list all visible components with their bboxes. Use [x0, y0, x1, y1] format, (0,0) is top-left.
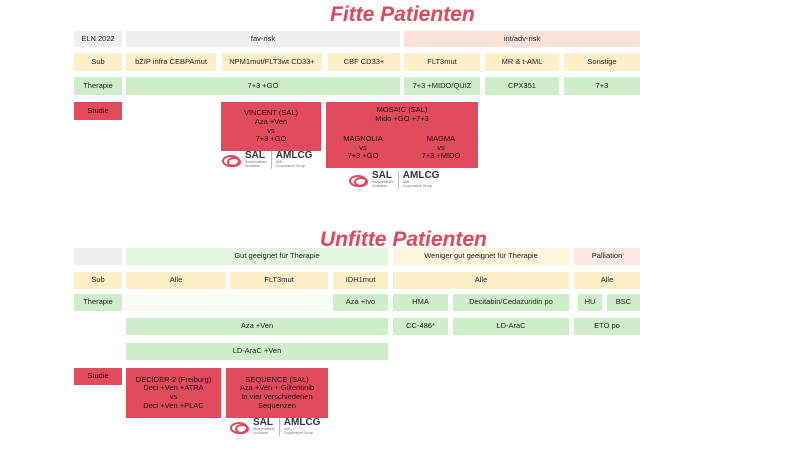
decider-vs: vs	[169, 392, 178, 401]
vincent-name: VINCENT (SAL)	[243, 108, 299, 118]
sal-sub-1: Studienallianz	[253, 427, 275, 432]
unfit-sub-label: Sub	[74, 272, 122, 289]
unfit-therapie-eto: ETO po	[574, 318, 640, 335]
unfit-therapie-aza-ven: Aza +Ven	[126, 318, 388, 335]
logo-divider	[270, 151, 272, 169]
study-magnolia: MAGNOLIA vs 7+3 +GO	[326, 128, 400, 168]
unfitte-title: Unfitte Patienten	[320, 228, 487, 251]
sal-sub-1: Studienallianz	[245, 160, 267, 165]
sub-label: Sub	[74, 53, 122, 71]
study-decider: DECIDER-2 (Freiburg) Deci +Ven +ATRA vs …	[126, 368, 221, 418]
unfit-therapie-cc486: CC-486*	[393, 318, 448, 335]
magma-name: MAGMA	[426, 134, 456, 144]
therapie-sonstige: 7+3	[564, 77, 640, 95]
amlcg-sub-2: Cooperative Group	[283, 431, 314, 435]
magnolia-name: MAGNOLIA	[343, 134, 383, 144]
sal-text: SAL	[372, 170, 392, 182]
study-magma: MAGMA vs 7+3 +MIDO	[404, 128, 478, 168]
amlcg-text: AMLCG	[275, 150, 313, 162]
sub-mr-taml: MR & t-AML	[485, 53, 559, 71]
fitte-title: Fitte Patienten	[330, 3, 475, 26]
studie-label: Studie	[74, 102, 122, 120]
unfit-sub-flt3: FLT3mut	[230, 272, 328, 289]
sal-text: SAL	[245, 150, 265, 162]
unfit-therapie-hu: HU	[578, 294, 602, 311]
sub-sonstige: Sonstige	[564, 53, 640, 71]
amlcg-text: AMLCG	[283, 417, 321, 429]
vincent-arm1: Aza +Ven	[254, 116, 288, 126]
palliation-header: Palliation	[574, 248, 640, 265]
unfit-therapie-aza-ivo: Aza +Ivo	[333, 294, 388, 311]
magma-arm: 7+3 +MIDO	[421, 151, 461, 161]
sequence-name: SEQUENCE (SAL)	[245, 374, 309, 384]
fav-risk-header: fav-risk	[126, 31, 400, 47]
amlcg-sub-1: AML	[275, 160, 283, 165]
decider-name: DECIDER-2 (Freiburg)	[135, 374, 212, 384]
study-vincent: VINCENT (SAL) Aza +Ven vs 7+3 +GO	[221, 102, 321, 151]
unfit-therapie-blank	[126, 294, 328, 311]
unfit-therapie-bsc: BSC	[607, 294, 640, 311]
sequence-line3: In vier verschiedenen	[241, 392, 313, 401]
unfit-therapie-label: Therapie	[74, 294, 122, 311]
sub-bzip: bZIP infra CEBPAmut	[126, 53, 216, 71]
sub-npm1: NPM1mut/FLT3wt CD33+	[222, 53, 322, 71]
vincent-vs: vs	[267, 125, 275, 135]
amlcg-text: AMLCG	[402, 170, 440, 182]
therapie-label: Therapie	[74, 77, 122, 95]
amlcg-sub-1: AML	[402, 180, 410, 185]
magnolia-vs: vs	[359, 142, 367, 152]
sub-flt3: FLT3mut	[404, 53, 480, 71]
decider-arm1: Deci +Ven +ATRA	[143, 383, 204, 393]
unfit-therapie-ldarac: LD-AraC	[453, 318, 569, 335]
sal-sub-1: Studienallianz	[372, 180, 394, 185]
sal-logo-icon	[349, 174, 369, 187]
sal-logo-icon	[222, 154, 242, 167]
sal-text: SAL	[253, 417, 273, 429]
mosaic-name: MOSAIC (SAL)	[376, 105, 428, 114]
sal-sub-2: Leukämie	[372, 184, 388, 188]
weniger-header: Weniger gut geeignet für Therapie	[393, 248, 569, 265]
magnolia-arm: 7+3 +GO	[347, 151, 379, 161]
eln-header: ELN 2022	[74, 31, 122, 47]
amlcg-sub-2: Cooperative Group	[275, 164, 306, 168]
decider-arm2: Deci +Ven +PLAC	[143, 400, 204, 410]
unfit-therapie-deci: Decitabin/Cedazuridin po	[453, 294, 569, 311]
unfit-sub-alle-2: Alle	[393, 272, 569, 289]
unfit-sub-alle-1: Alle	[126, 272, 226, 289]
int-risk-header: int/adv-risk	[404, 31, 640, 47]
therapie-flt3: 7+3 +MIDO/QUIZ	[404, 77, 480, 95]
unfit-sub-idh1: IDH1mut	[333, 272, 388, 289]
unfit-corner	[74, 248, 122, 265]
unfit-therapie-hma: HMA	[393, 294, 448, 311]
vincent-arm2: 7+3 +GO	[255, 134, 287, 144]
sub-cbf: CBF CD33+	[328, 53, 400, 71]
therapie-fav: 7+3 +GO	[126, 77, 400, 95]
unfit-sub-alle-3: Alle	[574, 272, 640, 289]
gut-header: Gut geeignet für Therapie	[126, 248, 388, 265]
logo-divider	[278, 418, 280, 436]
amlcg-sub-1: AML	[283, 427, 291, 432]
sal-sub-2: Leukämie	[245, 164, 261, 168]
amlcg-sub-2: Cooperative Group	[402, 184, 433, 188]
sequence-arm: Aza +Ven + Gilteritinib	[239, 383, 315, 393]
unfit-studie-label: Studie	[74, 368, 122, 385]
study-sequence: SEQUENCE (SAL) Aza +Ven + Gilteritinib I…	[226, 368, 328, 418]
sal-logo-icon	[230, 421, 250, 434]
magma-vs: vs	[437, 142, 445, 152]
unfit-therapie-ldarac-ven: LD-AraC +Ven	[126, 343, 388, 360]
sal-sub-2: Leukämie	[253, 431, 269, 435]
logo-divider	[397, 171, 399, 189]
mosaic-arm: Mido +GO +7+3	[375, 113, 429, 123]
sequence-line4: Sequenzen	[258, 400, 296, 410]
therapie-mr: CPX351	[485, 77, 559, 95]
